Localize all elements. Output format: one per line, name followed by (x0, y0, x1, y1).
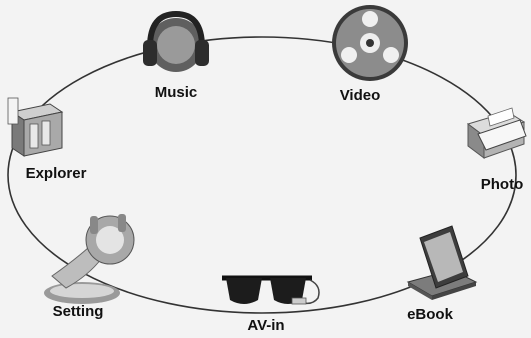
menu-item-ebook[interactable]: eBook (406, 225, 478, 323)
menu-item-music[interactable]: Music (143, 10, 209, 101)
menu-ring (7, 36, 517, 314)
headphones-icon (143, 10, 209, 72)
menu-label-avin: AV-in (247, 317, 284, 334)
menu-item-avin[interactable]: AV-in (222, 275, 320, 334)
robot-hand-icon (44, 214, 135, 304)
menu-label-video: Video (340, 87, 381, 104)
menu-item-photo[interactable]: Photo (466, 107, 527, 193)
film-reel-icon (332, 5, 408, 81)
video-glasses-icon (222, 275, 320, 305)
file-cabinet-icon (7, 97, 64, 157)
menu-label-explorer: Explorer (26, 165, 87, 182)
laptop-icon (406, 225, 478, 300)
photo-printer-icon (466, 107, 527, 159)
menu-item-video[interactable]: Video (332, 5, 408, 104)
menu-label-photo: Photo (481, 176, 524, 193)
menu-label-setting: Setting (53, 303, 104, 320)
menu-item-explorer[interactable]: Explorer (7, 97, 87, 182)
menu-item-setting[interactable]: Setting (44, 214, 135, 320)
menu-label-ebook: eBook (407, 306, 454, 323)
menu-label-music: Music (155, 84, 198, 101)
